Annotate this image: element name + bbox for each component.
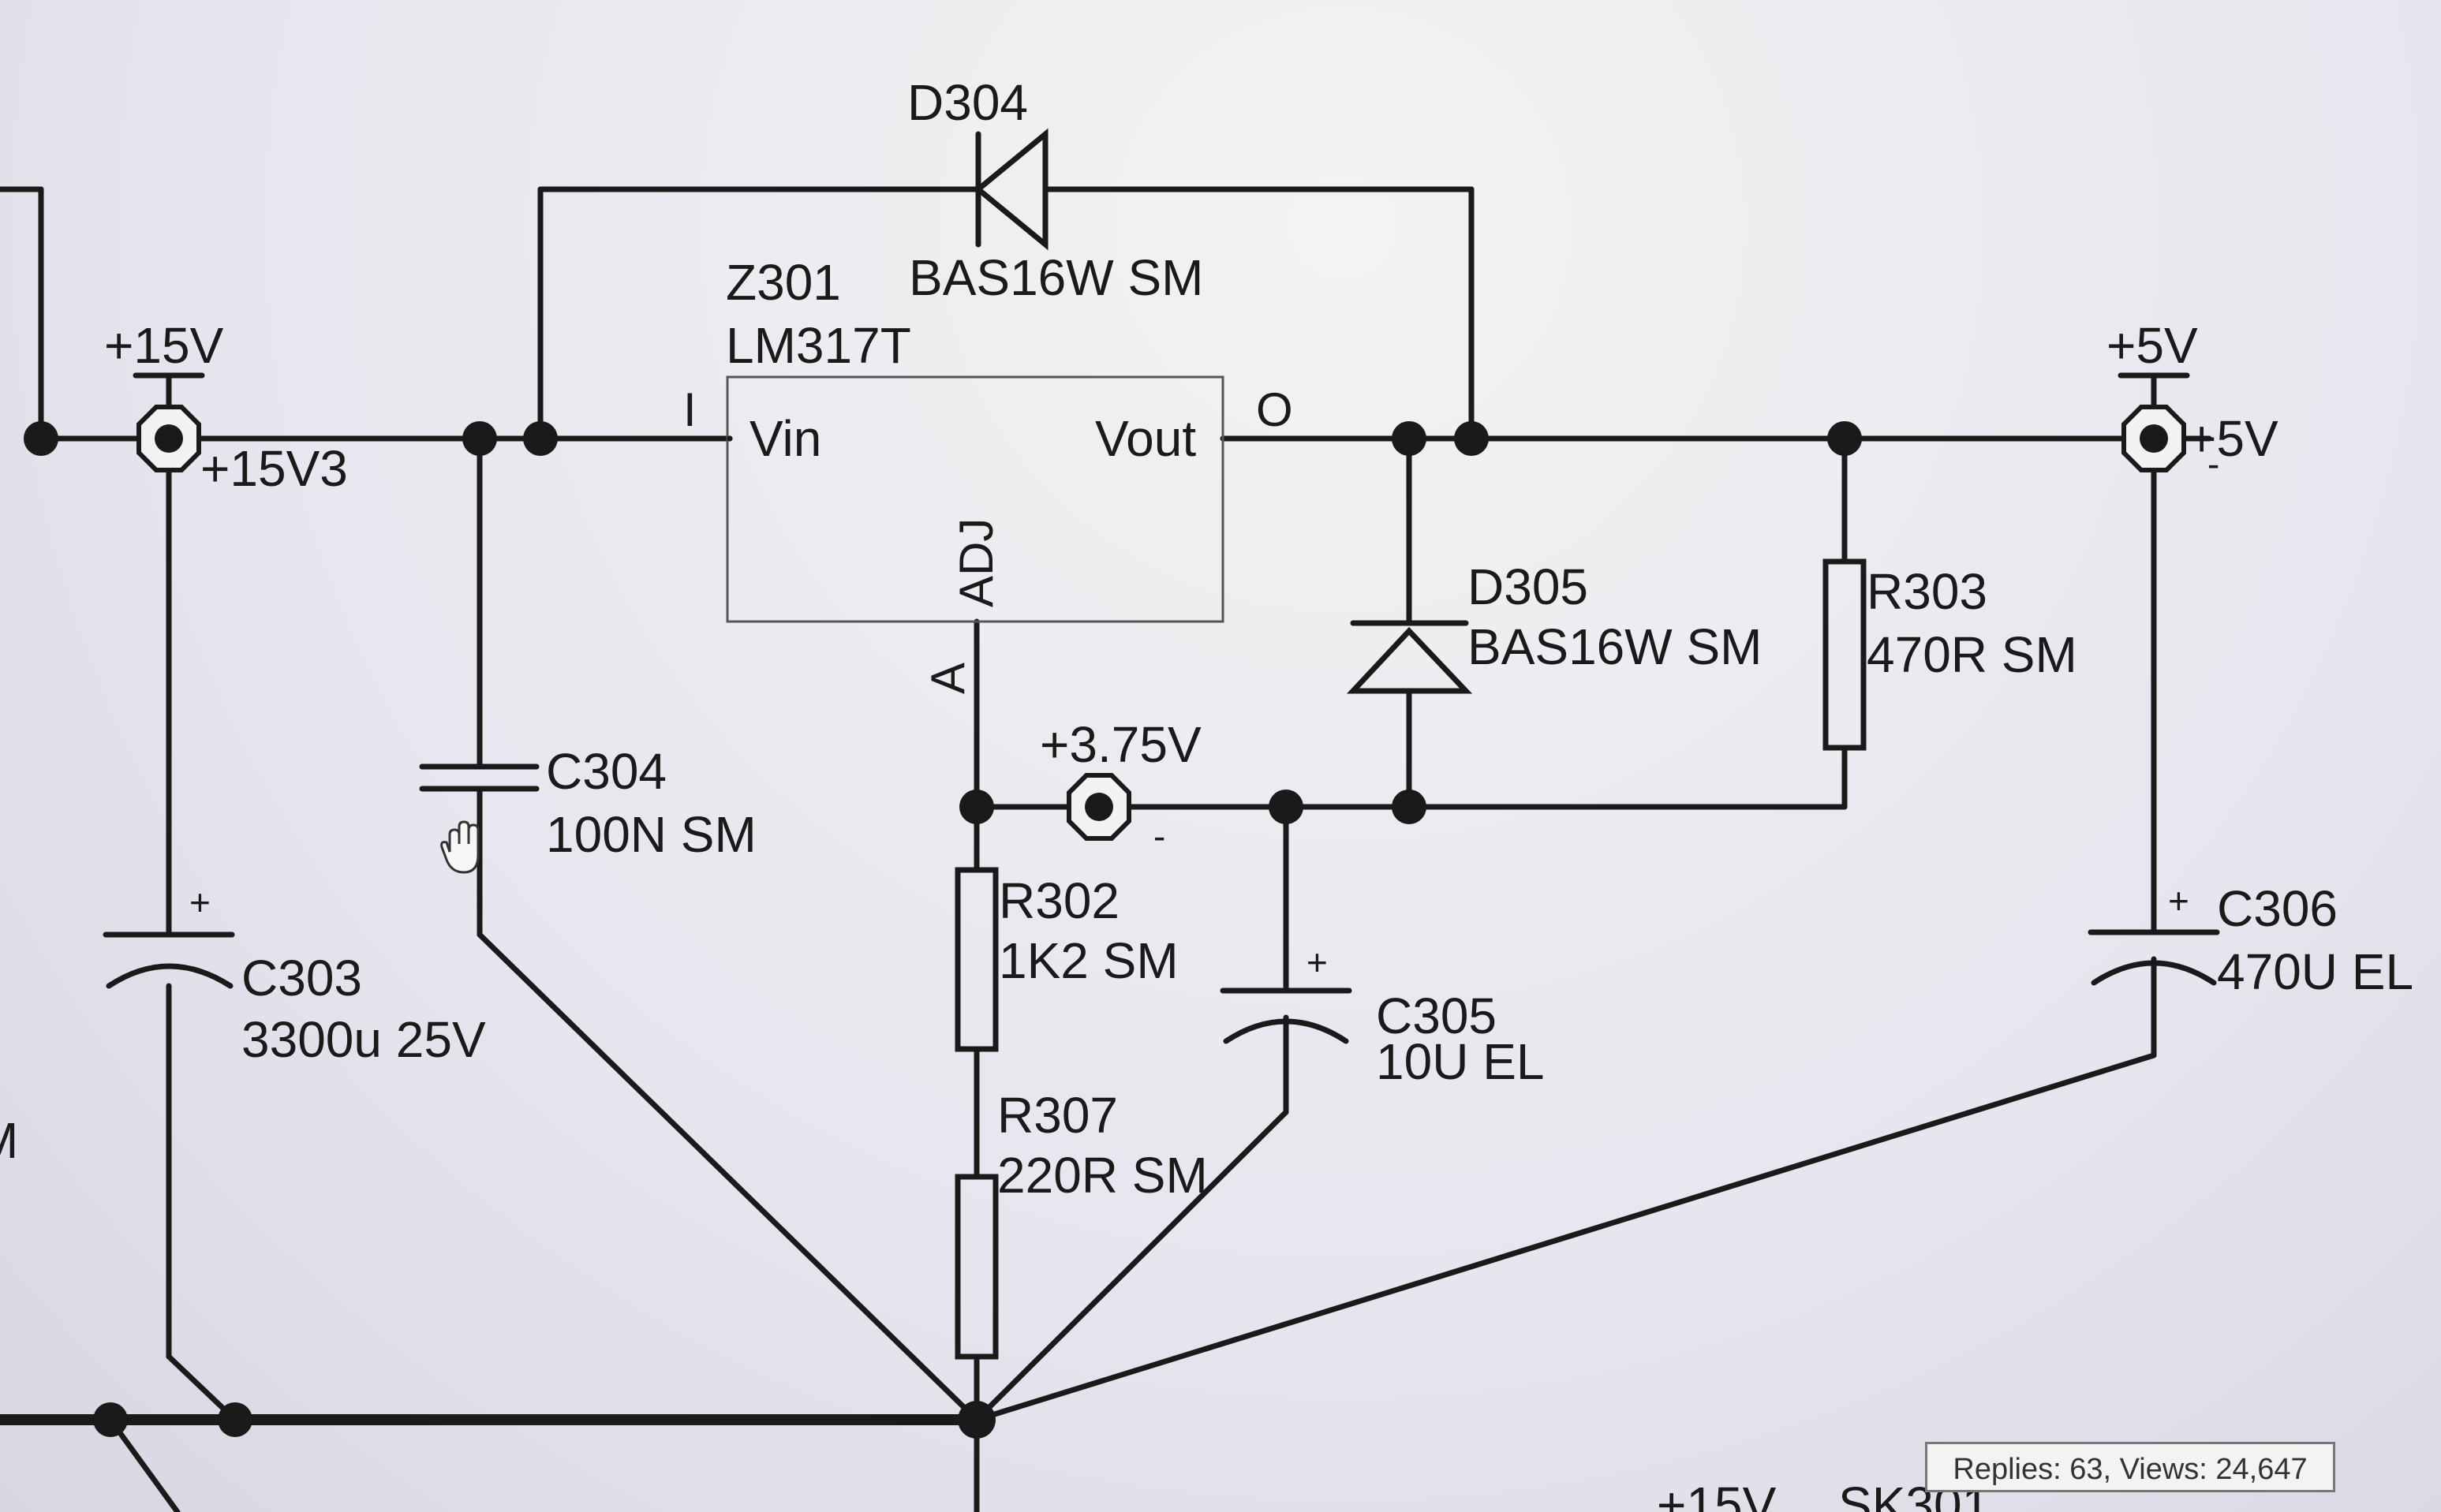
minus-mark-5v: - [2207,443,2219,484]
z301-value-label: LM317T [726,317,911,374]
plus-mark-c306: + [2168,880,2189,921]
d305-value-label: BAS16W SM [1467,618,1762,675]
adj-pin-label: ADJ [950,518,1003,607]
diode-d304 [974,128,1049,251]
c303-value-label: 3300u 25V [241,1011,486,1068]
r303-value-label: 470R SM [1867,626,2077,683]
r302-ref-label: R302 [999,872,1120,929]
c306-ref-label: C306 [2217,880,2338,937]
hand-cursor-icon [440,820,480,874]
testpoint-15v [136,405,201,472]
vin-pin-label: Vin [749,410,821,467]
testpoint-375v [1067,773,1131,841]
z301-ref-label: Z301 [726,254,841,311]
resistor-r307 [955,1174,999,1360]
capacitor-c305 [1220,987,1352,1044]
c304-ref-label: C304 [546,743,667,800]
d304-value-label: BAS16W SM [909,249,1203,306]
r307-value-label: 220R SM [997,1147,1208,1204]
pin-i-label: I [683,383,697,436]
rail-375v-label: +3.75V [1040,716,1202,773]
rail-15v-label: +15V [104,317,224,374]
resistor-r302 [955,867,999,1052]
edge-m-label: M [0,1112,18,1169]
rail-15v3-label: +15V3 [200,440,348,497]
d304-ref-label: D304 [907,74,1028,131]
forum-stats-box: Replies: 63, Views: 24,647 [1925,1442,2335,1492]
r303-ref-label: R303 [1867,563,1987,620]
pin-o-label: O [1256,383,1293,436]
vout-pin-label: Vout [1095,410,1196,467]
resistor-r303 [1822,558,1867,751]
r302-value-label: 1K2 SM [999,932,1179,989]
c306-value-label: 470U EL [2217,943,2413,1000]
testpoint-5v [2121,405,2186,472]
plus-mark-c303: + [189,882,211,923]
capacitor-c304 [419,763,540,792]
bottom-15v-label: +15V [1657,1477,1777,1512]
capacitor-c303 [103,931,235,989]
plus-mark-c305: + [1306,942,1328,983]
c304-value-label: 100N SM [546,806,757,863]
regulator-z301 [726,375,1224,623]
c305-value-label: 10U EL [1376,1033,1544,1090]
d305-ref-label: D305 [1467,558,1588,615]
minus-mark-375v: - [1153,816,1165,857]
junctions [24,421,1862,1439]
c305-ref-label: C305 [1376,987,1497,1044]
capacitor-c306 [2088,929,2220,986]
rail-5v-top-label: +5V [2106,317,2198,374]
wires [0,186,2212,1512]
r307-ref-label: R307 [997,1087,1118,1144]
c303-ref-label: C303 [241,950,362,1006]
rail-5v-right-label: +5V [2187,410,2278,467]
diode-d305 [1346,620,1473,694]
pin-a-label: A [921,663,974,694]
